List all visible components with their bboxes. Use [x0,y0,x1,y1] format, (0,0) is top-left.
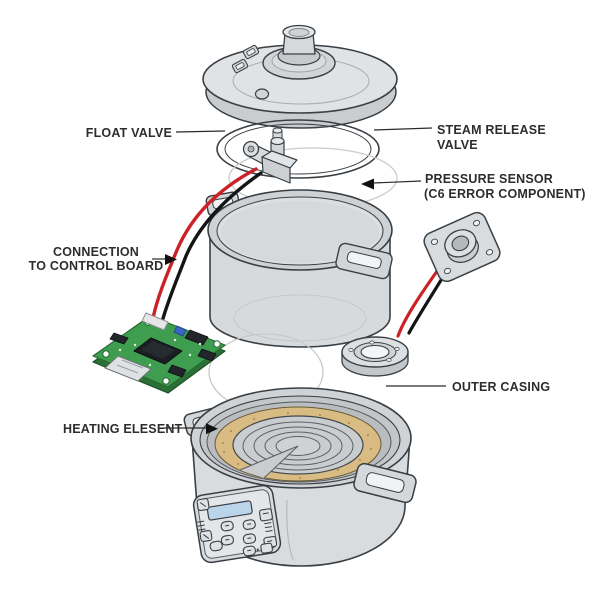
pcb-solder-pads [118,338,202,367]
inner-pot [205,189,393,348]
control-panel [192,484,282,564]
lid-vent-icons [231,44,260,74]
wire-black [160,171,263,324]
connection-label-2: TO CONTROL BOARD [29,259,164,273]
lcd-display [206,500,253,521]
lid-float-valve-hole [254,88,270,100]
float-valve-label: FLOAT VALVE [86,126,172,140]
pot-handle-right [335,242,393,280]
control-board [92,312,226,394]
steam-release-knob [262,24,336,80]
pressure-sensor-label-1: PRESSURE SENSOR [425,172,553,186]
float-valve-wires [151,167,263,324]
heating-element-label: HEATING ELESENT [63,422,183,436]
pcb-wire-header [141,312,169,331]
pcb-blue-component [173,325,187,337]
lid [202,24,398,129]
heating-ring-speckles [221,411,373,480]
steam-release-label-1: STEAM RELEASE [437,123,546,137]
outer-casing-base [183,387,417,567]
panel-buttons [196,498,278,557]
pressure-sensor-leader [372,180,422,184]
connection-arrow [165,254,177,265]
annotations: FLOAT VALVE STEAM RELEASE VALVE PRESSURE… [29,123,586,436]
heating-plate-grooves [242,421,354,471]
pressure-sensor-label-2: (C6 ERROR COMPONENT) [424,187,586,201]
pcb-black-components [109,329,217,378]
coupler-ring [341,336,409,377]
steam-release-label-2: VALVE [437,138,478,152]
wire-red [151,167,258,320]
steam-release-leader [373,127,433,131]
connection-label-1: CONNECTION [53,245,139,259]
float-valve [242,127,298,184]
pcb-white-connector [104,355,152,382]
float-valve-leader [175,130,226,133]
outer-casing-label: OUTER CASING [452,380,550,394]
base-handle-right [353,462,417,504]
heating-element-arrow [206,423,218,435]
pressure-sensor-arrow [361,178,374,190]
panel-button-marks [197,502,273,552]
heating-element [214,406,382,482]
sealing-ring [216,119,380,179]
pressure-sensor [396,211,501,338]
